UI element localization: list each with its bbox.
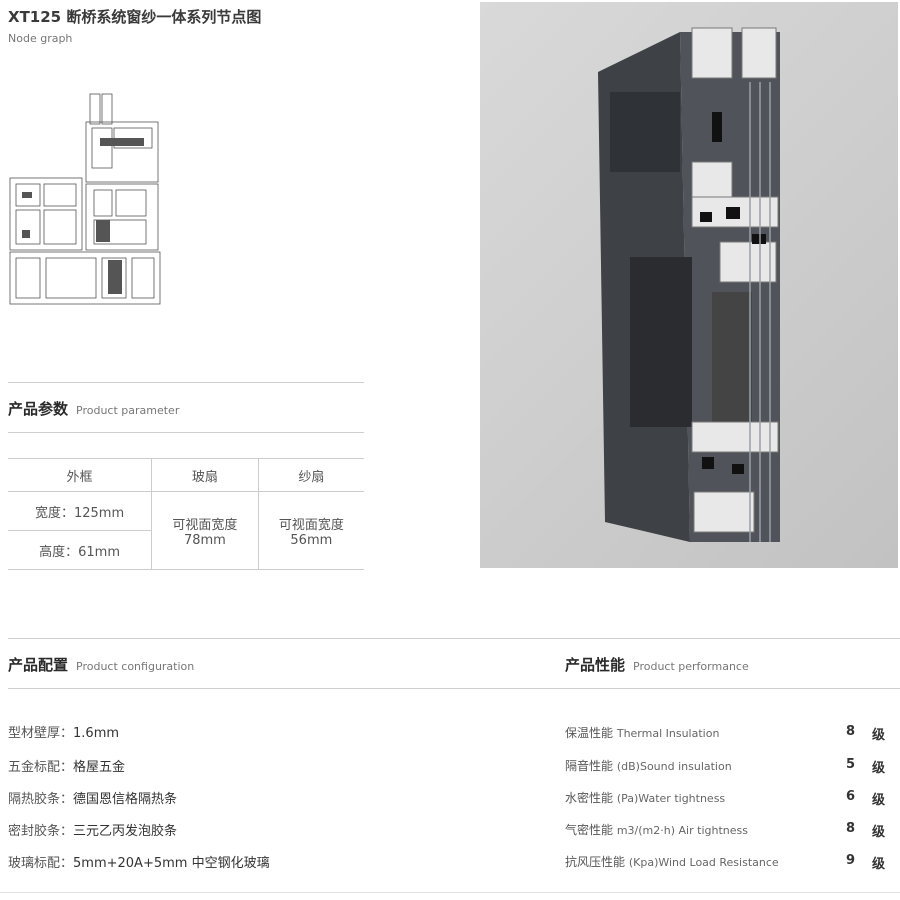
performance-title-zh: 产品性能: [565, 656, 626, 674]
screen-sash-value: 56mm: [290, 532, 333, 548]
window-profile-illustration: [598, 27, 780, 542]
performance-title-en: Product performance: [633, 660, 749, 673]
product-photo: [480, 2, 898, 568]
table-cell: 可视面宽度 56mm: [257, 491, 364, 570]
configuration-title-en: Product configuration: [76, 660, 195, 673]
list-item: 密封胶条：三元乙丙发泡胶条: [8, 824, 178, 839]
divider: [8, 432, 364, 433]
configuration-heading: 产品配置 Product configuration: [8, 654, 194, 675]
parameter-table: 外框 玻扇 纱扇 宽度：125mm 可视面宽度 78mm 可视面宽度 56mm …: [8, 458, 364, 570]
table-cell: 可视面宽度 78mm: [151, 491, 259, 570]
performance-heading: 产品性能 Product performance: [565, 654, 749, 675]
column-header: 外框: [8, 458, 152, 492]
column-header: 玻扇: [151, 458, 259, 492]
divider: [8, 382, 364, 383]
column-header: 纱扇: [257, 458, 364, 492]
table-cell: 高度：61mm: [8, 530, 152, 570]
list-item: 隔热胶条：德国恩信格隔热条: [8, 792, 178, 807]
parameter-heading: 产品参数 Product parameter: [8, 398, 179, 419]
page-subtitle: Node graph: [8, 32, 73, 45]
configuration-title-zh: 产品配置: [8, 656, 69, 674]
parameter-title-en: Product parameter: [76, 404, 180, 417]
glass-sash-label: 可视面宽度: [172, 517, 238, 533]
parameter-title-zh: 产品参数: [8, 400, 69, 418]
list-item: 五金标配：格屋五金: [8, 760, 126, 775]
node-section-drawing: [9, 93, 161, 305]
glass-sash-value: 78mm: [183, 532, 226, 548]
list-item: 型材壁厚：1.6mm: [8, 726, 120, 741]
list-item: 玻璃标配：5mm+20A+5mm 中空钢化玻璃: [8, 856, 270, 871]
divider: [0, 892, 900, 893]
divider: [8, 638, 900, 639]
screen-sash-label: 可视面宽度: [278, 517, 344, 533]
table-cell: 宽度：125mm: [8, 491, 152, 531]
page-title: XT125 断桥系统窗纱一体系列节点图: [8, 8, 262, 26]
divider: [8, 688, 900, 689]
